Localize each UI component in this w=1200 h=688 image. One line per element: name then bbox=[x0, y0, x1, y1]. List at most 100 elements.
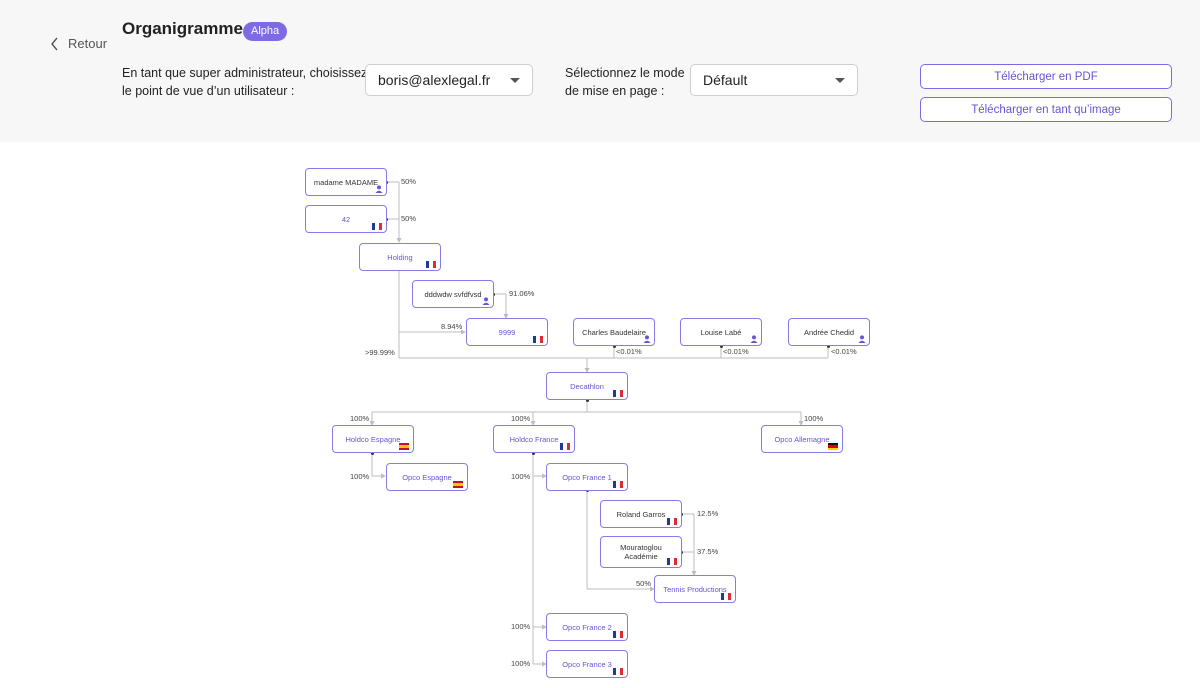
download-pdf-button[interactable]: Télécharger en PDF bbox=[920, 64, 1172, 89]
user-select-label-line1: En tant que super administrateur, choisi… bbox=[122, 66, 368, 80]
user-select[interactable]: boris@alexlegal.fr bbox=[365, 64, 533, 96]
chevron-down-icon bbox=[510, 78, 520, 83]
org-node-decathlon[interactable]: Decathlon bbox=[546, 372, 628, 400]
ownership-percent: 100% bbox=[350, 472, 370, 481]
node-label: Opco France 3 bbox=[562, 659, 612, 669]
page-title: Organigramme bbox=[122, 19, 243, 38]
flag-spain-icon bbox=[453, 481, 463, 488]
download-image-button[interactable]: Télécharger en tant qu’image bbox=[920, 97, 1172, 122]
flag-france-icon bbox=[667, 518, 677, 525]
org-chart: madame MADAME 42 Holding dddwdw svfdfvsd… bbox=[0, 142, 1200, 688]
node-label: Charles Baudelaire bbox=[582, 327, 646, 337]
node-label: Holdco France bbox=[509, 434, 559, 444]
org-node-42[interactable]: 42 bbox=[305, 205, 387, 233]
chevron-left-icon bbox=[51, 37, 58, 50]
flag-spain-icon bbox=[399, 443, 409, 450]
person-icon bbox=[643, 335, 651, 343]
layout-select-value: Défault bbox=[703, 72, 748, 88]
header-bar: Retour Organigramme Alpha En tant que su… bbox=[0, 0, 1200, 142]
person-icon bbox=[482, 297, 490, 305]
ownership-percent: 100% bbox=[511, 622, 531, 631]
org-node-opco-allemagne[interactable]: Opco Allemagne bbox=[761, 425, 843, 453]
alpha-badge: Alpha bbox=[243, 22, 288, 41]
node-label: 9999 bbox=[498, 327, 516, 337]
org-node-roland-garros[interactable]: Roland Garros bbox=[600, 500, 682, 528]
node-label: madame MADAME bbox=[313, 177, 379, 187]
org-node-holding[interactable]: Holding bbox=[359, 243, 441, 271]
layout-select[interactable]: Défault bbox=[690, 64, 858, 96]
flag-germany-icon bbox=[828, 443, 838, 450]
flag-france-icon bbox=[533, 336, 543, 343]
node-label: Roland Garros bbox=[616, 509, 666, 519]
person-icon bbox=[750, 335, 758, 343]
user-select-value: boris@alexlegal.fr bbox=[378, 72, 491, 88]
ownership-percent: 50% bbox=[401, 177, 417, 186]
org-node-opco-france-1[interactable]: Opco France 1 bbox=[546, 463, 628, 491]
node-label: Louise Labé bbox=[700, 327, 742, 337]
ownership-percent: 91.06% bbox=[509, 289, 535, 298]
flag-france-icon bbox=[560, 443, 570, 450]
ownership-percent: 12.5% bbox=[697, 509, 719, 518]
org-node-madame[interactable]: madame MADAME bbox=[305, 168, 387, 196]
flag-france-icon bbox=[426, 261, 436, 268]
org-node-charles[interactable]: Charles Baudelaire bbox=[573, 318, 655, 346]
org-node-andree[interactable]: Andrée Chedid bbox=[788, 318, 870, 346]
ownership-percent: 50% bbox=[401, 214, 417, 223]
ownership-percent: 100% bbox=[511, 472, 531, 481]
node-label: Andrée Chedid bbox=[803, 327, 855, 337]
node-label: dddwdw svfdfvsd bbox=[424, 289, 482, 299]
ownership-percent: 8.94% bbox=[441, 322, 463, 331]
ownership-percent: 100% bbox=[804, 414, 824, 423]
node-label: Opco Allemagne bbox=[774, 434, 830, 444]
ownership-percent: 50% bbox=[636, 579, 652, 588]
connector-dot bbox=[613, 345, 616, 348]
connector-dot bbox=[371, 452, 374, 455]
ownership-percent: 100% bbox=[350, 414, 370, 423]
ownership-percent: 100% bbox=[511, 414, 531, 423]
org-node-holdco-france[interactable]: Holdco France bbox=[493, 425, 575, 453]
org-node-opco-france-3[interactable]: Opco France 3 bbox=[546, 650, 628, 678]
connector-dot bbox=[586, 399, 589, 402]
node-label: Holdco Espagne bbox=[345, 434, 401, 444]
node-label: Holding bbox=[387, 252, 413, 262]
org-node-9999[interactable]: 9999 bbox=[466, 318, 548, 346]
flag-france-icon bbox=[613, 390, 623, 397]
org-chart-edges bbox=[369, 181, 829, 667]
org-node-dddwdw[interactable]: dddwdw svfdfvsd bbox=[412, 280, 494, 308]
node-label: Opco France 2 bbox=[562, 622, 612, 632]
layout-label-line1: Sélectionnez le mode bbox=[565, 66, 685, 80]
flag-france-icon bbox=[613, 481, 623, 488]
ownership-percent: 37.5% bbox=[697, 547, 719, 556]
node-label: Decathlon bbox=[570, 381, 604, 391]
org-node-tennis-productions[interactable]: Tennis Productions bbox=[654, 575, 736, 603]
connector-dot bbox=[532, 452, 535, 455]
org-node-holdco-espagne[interactable]: Holdco Espagne bbox=[332, 425, 414, 453]
ownership-percent: <0.01% bbox=[723, 347, 749, 356]
org-node-opco-espagne[interactable]: Opco Espagne bbox=[386, 463, 468, 491]
user-select-label-line2: le point de vue d’un utilisateur : bbox=[122, 84, 295, 98]
node-label: Tennis Productions bbox=[663, 584, 727, 594]
node-label: Mouratoglou Académie bbox=[620, 543, 662, 561]
layout-label-line2: de mise en page : bbox=[565, 84, 665, 98]
person-icon bbox=[858, 335, 866, 343]
node-label: 42 bbox=[341, 214, 351, 224]
flag-france-icon bbox=[372, 223, 382, 230]
flag-france-icon bbox=[667, 558, 677, 565]
back-label: Retour bbox=[68, 36, 108, 51]
ownership-percent: 100% bbox=[511, 659, 531, 668]
connector-dot bbox=[827, 345, 830, 348]
flag-france-icon bbox=[613, 631, 623, 638]
layout-select-label: Sélectionnez le mode de mise en page : bbox=[565, 64, 685, 100]
org-node-louise[interactable]: Louise Labé bbox=[680, 318, 762, 346]
flag-france-icon bbox=[613, 668, 623, 675]
node-label: Opco Espagne bbox=[402, 472, 452, 482]
chevron-down-icon bbox=[835, 78, 845, 83]
connector-dot bbox=[720, 345, 723, 348]
org-node-opco-france-2[interactable]: Opco France 2 bbox=[546, 613, 628, 641]
user-select-label: En tant que super administrateur, choisi… bbox=[122, 64, 367, 100]
ownership-percent: <0.01% bbox=[616, 347, 642, 356]
org-node-mouratoglou[interactable]: Mouratoglou Académie bbox=[600, 536, 682, 568]
back-link[interactable]: Retour bbox=[50, 36, 107, 51]
flag-france-icon bbox=[721, 593, 731, 600]
ownership-percent: <0.01% bbox=[831, 347, 857, 356]
